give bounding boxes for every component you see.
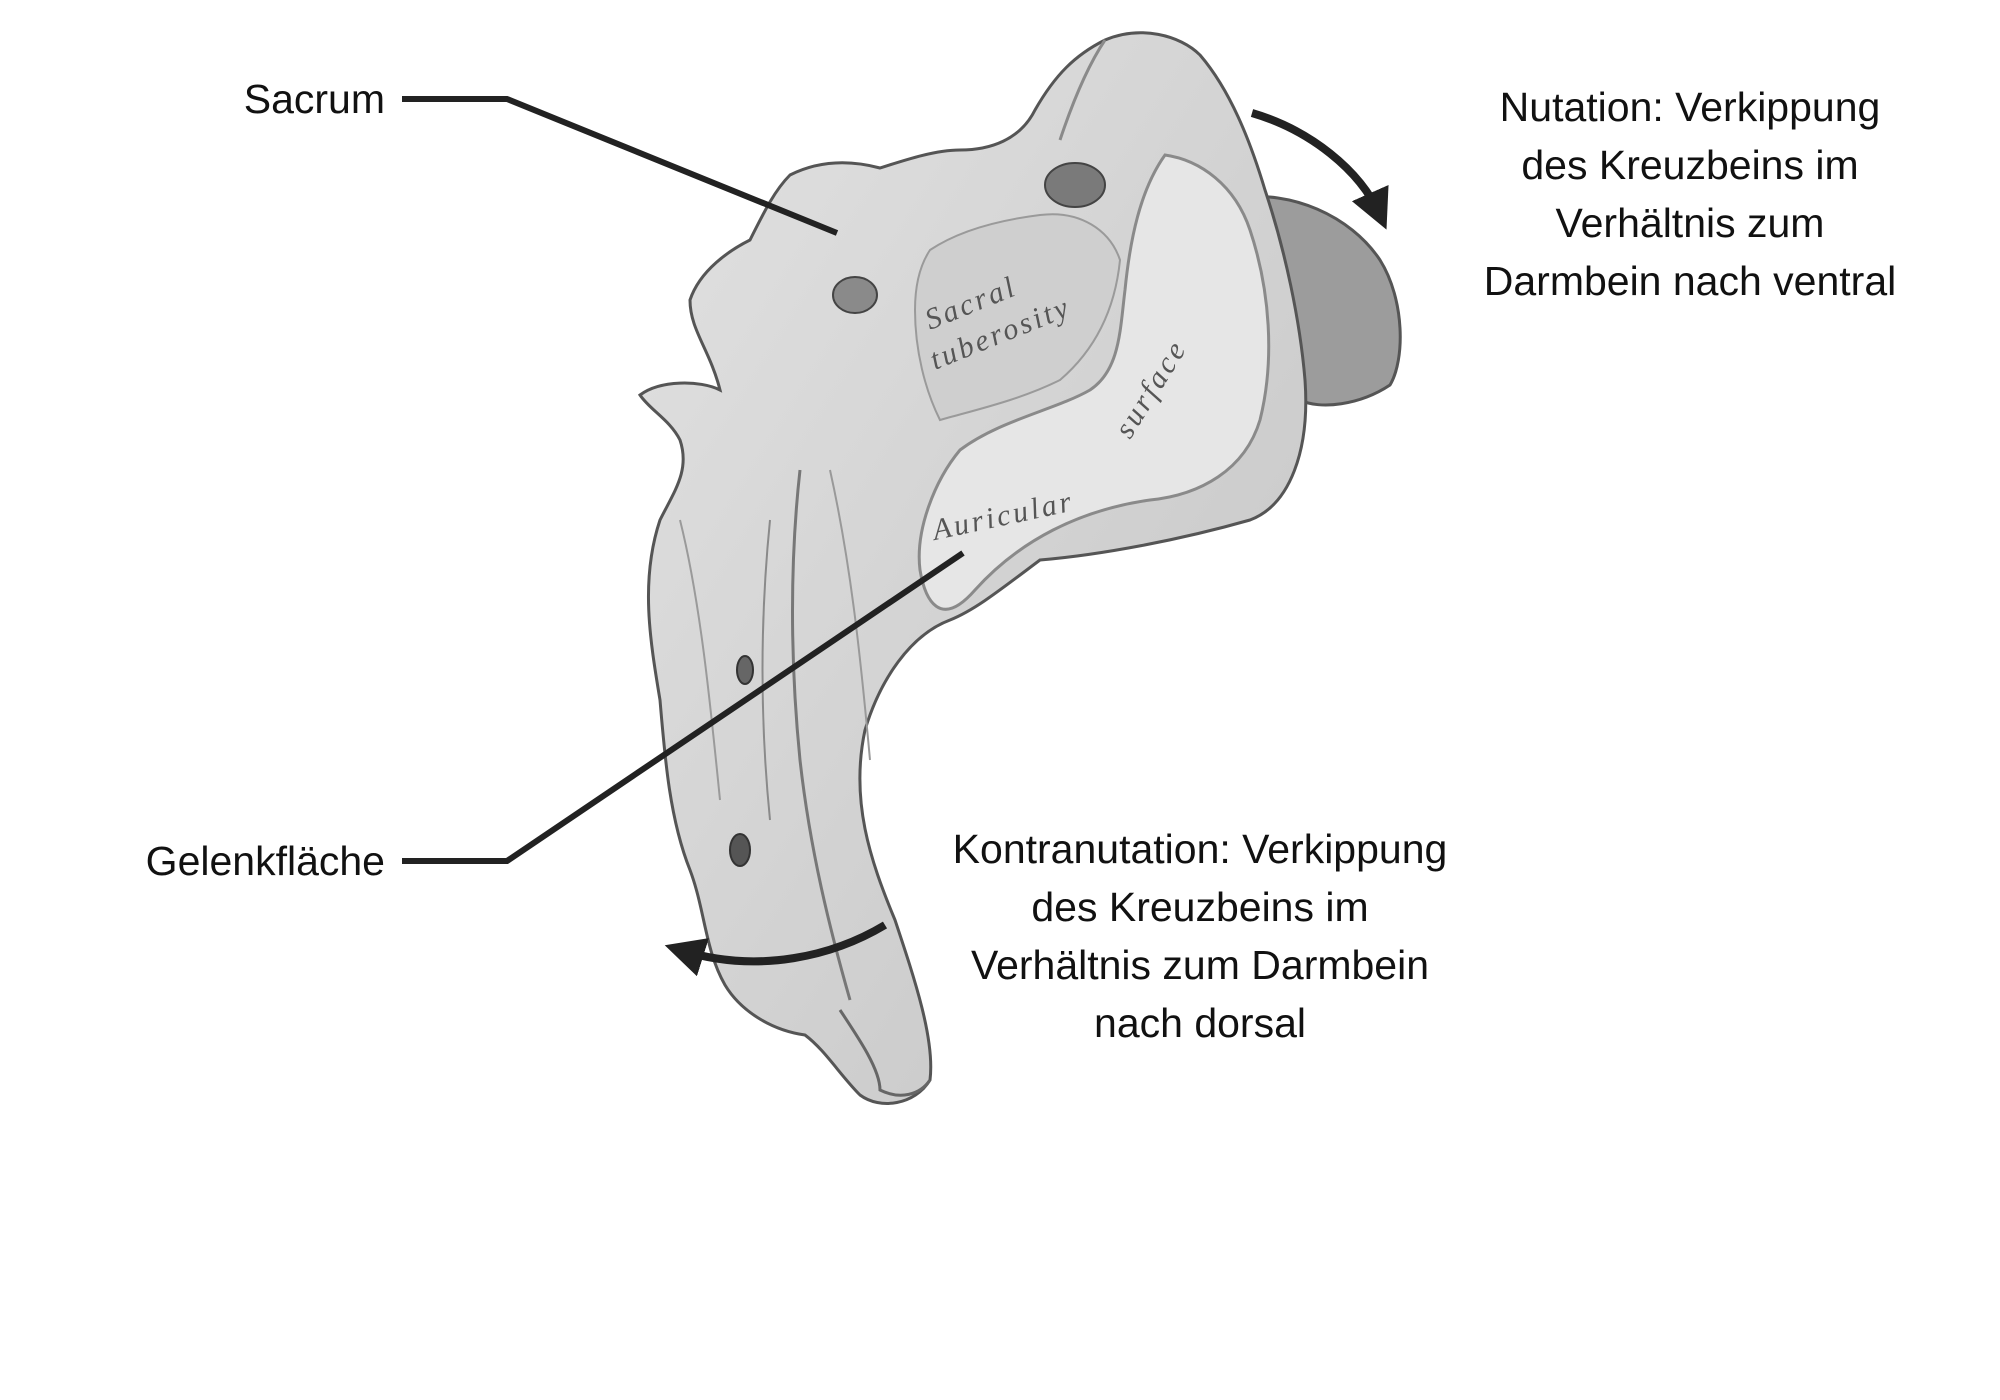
sacrum-bone: Sacral tuberosity Auricular surface [637,31,1402,1105]
label-gelenkflaeche: Gelenkfläche [145,838,385,884]
sacral-foramen-1 [1044,162,1106,208]
sacral-ridge-3 [829,469,871,761]
nutation-arrow [1250,109,1389,230]
label-kontranutation-line-2: des Kreuzbeins im [1031,884,1369,930]
label-nutation-line-4: Darmbein nach ventral [1483,258,1897,304]
sacral-foramen-3 [729,833,751,867]
leader-line-sacrum [402,96,839,236]
sacral-foramen-2 [832,276,878,314]
sacral-ridge-4 [679,519,721,801]
sacral-foramen-4 [736,655,754,685]
label-kontranutation-line-4: nach dorsal [1094,1000,1306,1046]
sacral-tuberosity [913,213,1122,422]
sacral-ridge-2 [761,519,771,821]
label-nutation-line-2: des Kreuzbeins im [1521,142,1859,188]
coccyx-tip [838,1009,932,1097]
auricular-surface [917,153,1271,611]
leader-line-gelenkflaeche [402,550,965,864]
sacral-ridge-5 [1058,39,1107,141]
label-nutation-line-1: Nutation: Verkippung [1499,84,1881,130]
label-sacrum: Sacrum [243,76,385,122]
label-kontranutation-line-1: Kontranutation: Verkippung [952,826,1448,872]
label-kontranutation-line-3: Verhältnis zum Darmbein [970,942,1430,988]
label-nutation: Nutation: Verkippung des Kreuzbeins im V… [1420,78,1960,310]
sacral-ridge-1 [791,469,852,1001]
label-kontranutation: Kontranutation: Verkippung des Kreuzbein… [880,820,1520,1052]
kontranutation-arrow [664,921,888,977]
label-nutation-line-3: Verhältnis zum [1555,200,1825,246]
